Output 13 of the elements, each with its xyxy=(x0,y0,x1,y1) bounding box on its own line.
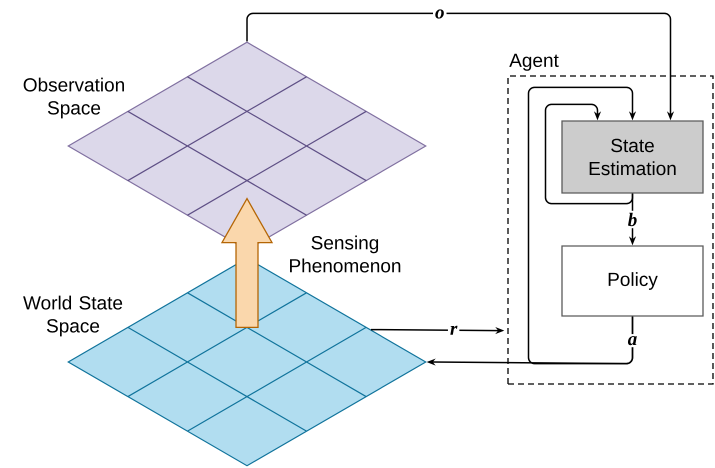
block-arrow xyxy=(220,197,274,328)
edge-label: r xyxy=(448,324,460,337)
space-label: Observation Space xyxy=(24,78,124,118)
edge-label: o xyxy=(433,7,446,21)
edge-label: Sensing Phenomenon xyxy=(290,236,400,272)
edge-label: b xyxy=(626,210,640,228)
arrow xyxy=(528,86,636,364)
box-title: Agent xyxy=(509,54,559,71)
policy-box: Policy xyxy=(561,245,704,317)
state-estimation-box: State Estimation xyxy=(561,120,704,194)
arrow xyxy=(544,104,634,204)
space-label: World State Space xyxy=(23,296,122,336)
edge-label: a xyxy=(626,334,640,348)
